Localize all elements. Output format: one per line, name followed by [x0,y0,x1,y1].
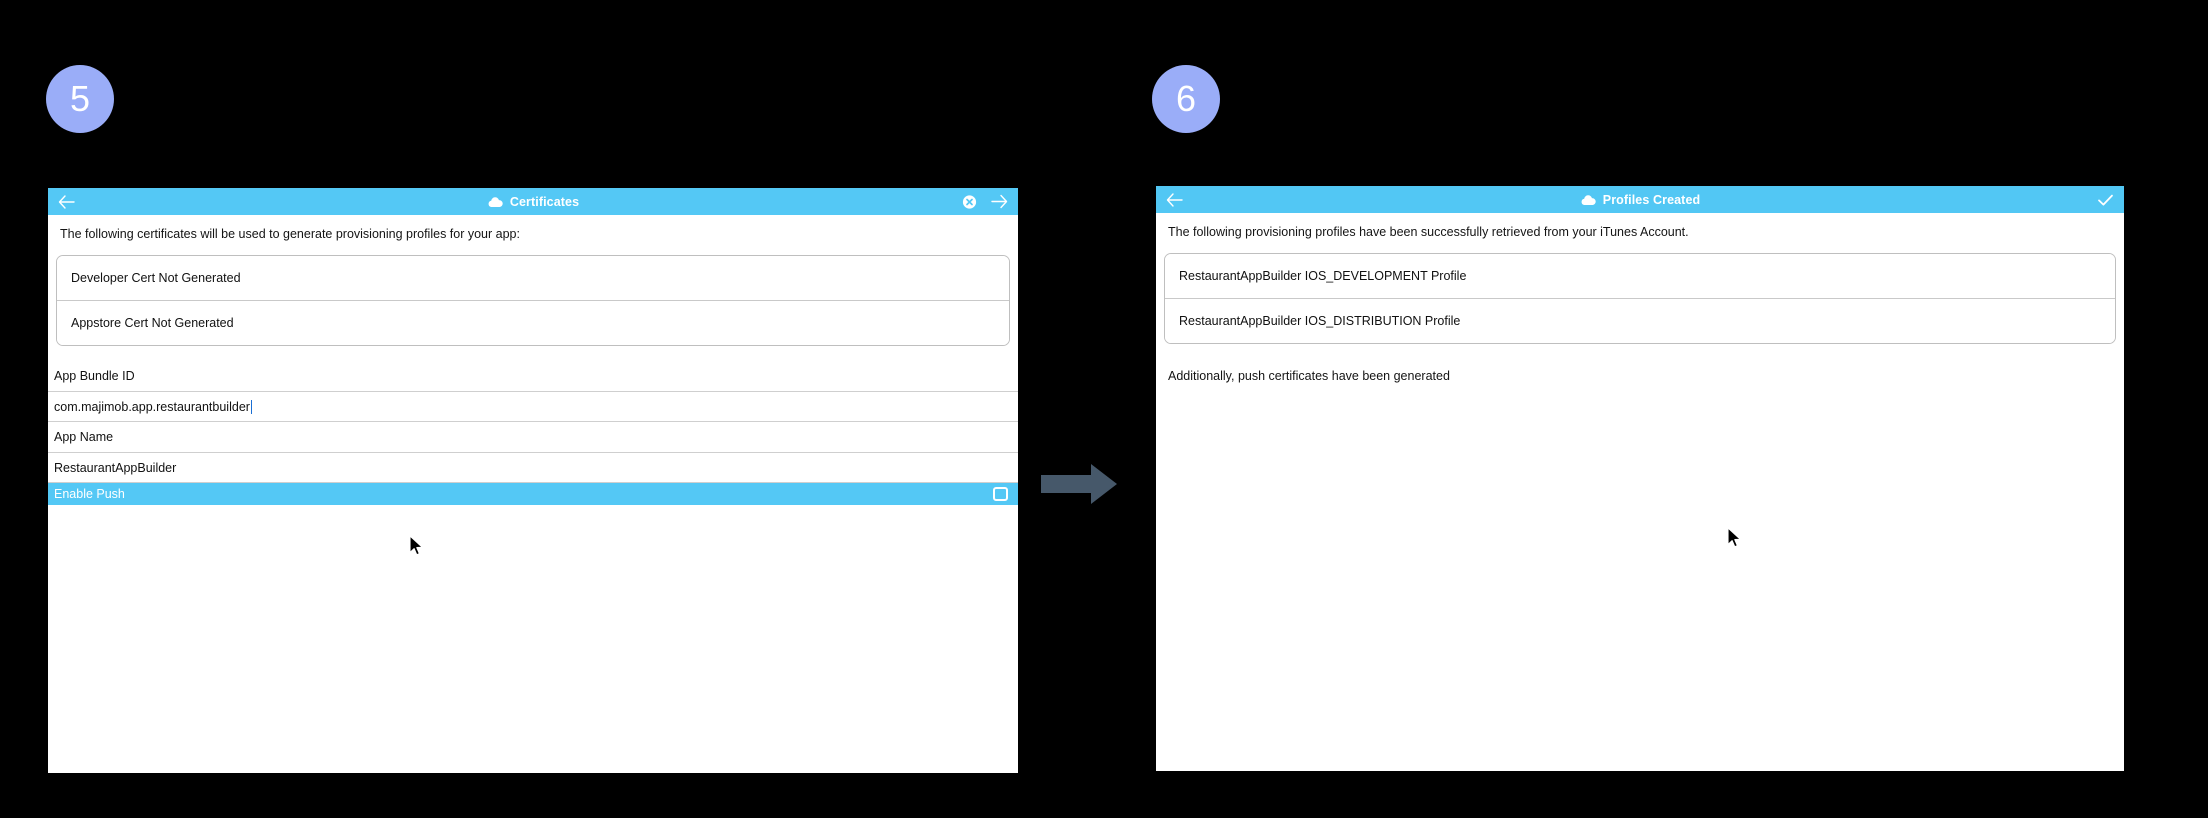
certificates-screen: Certificates The following certificates … [48,188,1018,773]
enable-push-row[interactable]: Enable Push [48,483,1018,505]
panel1-title: Certificates [509,194,580,209]
list-item[interactable]: Appstore Cert Not Generated [57,300,1009,345]
back-arrow-icon[interactable] [58,194,75,209]
step-badge-6: 6 [1152,65,1220,133]
panel2-titlebar-actions [2097,193,2114,207]
checkmark-icon[interactable] [2097,193,2114,207]
certificate-label: Appstore Cert Not Generated [71,316,234,330]
close-circle-icon[interactable] [962,194,977,209]
app-name-field[interactable]: RestaurantAppBuilder [48,453,1018,483]
panel1-body: The following certificates will be used … [48,215,1018,773]
panel2-intro-text: The following provisioning profiles have… [1168,225,1689,239]
right-arrow-icon [1035,460,1123,508]
back-arrow-icon[interactable] [1166,192,1183,207]
app-bundle-id-label: App Bundle ID [48,361,1018,392]
cloud-icon [487,196,504,208]
checkbox-unchecked-icon[interactable] [993,487,1008,501]
app-bundle-id-value: com.majimob.app.restaurantbuilder [54,399,250,414]
push-certificates-note: Additionally, push certificates have bee… [1168,369,1450,383]
certificate-label: Developer Cert Not Generated [71,271,241,285]
panel1-titlebar-actions [962,194,1008,209]
panel2-title-group: Profiles Created [1156,193,2124,207]
panel1-intro-text: The following certificates will be used … [60,227,520,241]
profiles-created-screen: Profiles Created The following provision… [1156,186,2124,771]
list-item[interactable]: Developer Cert Not Generated [57,256,1009,300]
panel2-body: The following provisioning profiles have… [1156,213,2124,771]
app-name-label: App Name [48,422,1018,453]
profile-label: RestaurantAppBuilder IOS_DISTRIBUTION Pr… [1179,314,1461,328]
forward-arrow-icon[interactable] [991,194,1008,209]
text-caret [250,399,252,414]
panel2-title: Profiles Created [1602,192,1701,207]
cloud-icon [1580,194,1597,206]
panel1-titlebar: Certificates [48,188,1018,215]
list-item[interactable]: RestaurantAppBuilder IOS_DEVELOPMENT Pro… [1165,254,2115,298]
list-item[interactable]: RestaurantAppBuilder IOS_DISTRIBUTION Pr… [1165,298,2115,343]
certificates-list: Developer Cert Not Generated Appstore Ce… [56,255,1010,346]
app-name-value: RestaurantAppBuilder [54,460,177,475]
step-badge-5: 5 [46,65,114,133]
profiles-list: RestaurantAppBuilder IOS_DEVELOPMENT Pro… [1164,253,2116,344]
app-bundle-id-field[interactable]: com.majimob.app.restaurantbuilder [48,392,1018,422]
app-config-form: App Bundle ID com.majimob.app.restaurant… [48,361,1018,505]
panel1-title-group: Certificates [48,195,1018,209]
panel2-titlebar: Profiles Created [1156,186,2124,213]
profile-label: RestaurantAppBuilder IOS_DEVELOPMENT Pro… [1179,269,1467,283]
enable-push-label: Enable Push [54,487,125,501]
